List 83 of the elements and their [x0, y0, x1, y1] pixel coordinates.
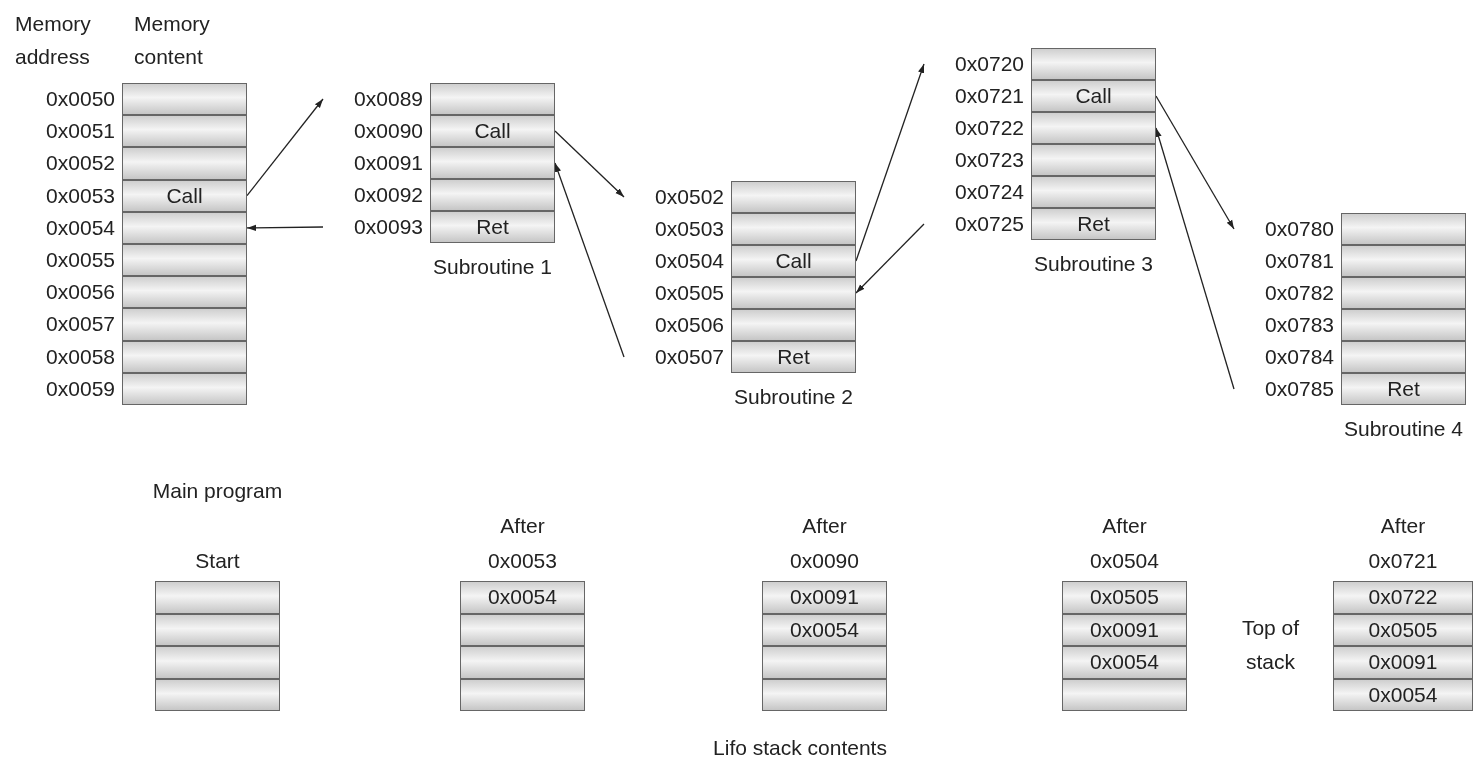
memory-address: 0x0724 — [954, 179, 1024, 205]
memory-address: 0x0089 — [353, 86, 423, 112]
memory-address: 0x0054 — [45, 214, 115, 241]
stack-heading: Start — [194, 548, 241, 575]
stack-cell: 0x0054 — [1333, 678, 1473, 711]
arrow — [1155, 95, 1235, 230]
memory-address: 0x0780 — [1264, 216, 1334, 242]
memory-address: 0x0720 — [954, 51, 1024, 77]
memory-address: 0x0058 — [45, 343, 115, 370]
stack-cell: 0x0054 — [460, 581, 585, 614]
memory-address: 0x0782 — [1264, 280, 1334, 306]
stack-cell: 0x0505 — [1062, 581, 1187, 614]
memory-address: 0x0093 — [353, 214, 423, 240]
memory-address: 0x0725 — [954, 211, 1024, 237]
memory-address: 0x0090 — [353, 118, 423, 144]
stack-pointer-label: Top of stack — [1240, 615, 1301, 675]
memory-cell: Call — [1031, 80, 1156, 112]
memory-address: 0x0722 — [954, 115, 1024, 141]
arrow — [855, 223, 925, 294]
stack-cell: 0x0054 — [762, 613, 887, 646]
stack-cell — [155, 581, 280, 614]
column-heading: Memory address — [15, 11, 92, 70]
memory-address: 0x0785 — [1264, 376, 1334, 402]
memory-cell: Ret — [1341, 373, 1466, 405]
memory-address: 0x0781 — [1264, 248, 1334, 274]
memory-address: 0x0056 — [45, 279, 115, 306]
memory-address: 0x0050 — [45, 86, 115, 113]
stack-heading: Main program — [151, 478, 284, 504]
column-caption: Subroutine 2 — [732, 385, 855, 409]
arrow — [855, 63, 925, 262]
stack-cell: 0x0091 — [762, 581, 887, 614]
stack-heading: After 0x0053 — [487, 512, 558, 575]
memory-address: 0x0057 — [45, 311, 115, 338]
memory-address: 0x0051 — [45, 118, 115, 145]
stack-cell: 0x0505 — [1333, 613, 1473, 646]
column-caption: Subroutine 1 — [431, 255, 554, 279]
figure-caption: Lifo stack contents — [712, 735, 888, 761]
memory-address: 0x0502 — [654, 184, 724, 210]
stack-cell: 0x0722 — [1333, 581, 1473, 614]
memory-cell: Call — [122, 179, 247, 212]
arrow — [554, 162, 625, 358]
stack-cell — [762, 646, 887, 679]
arrow — [246, 224, 324, 231]
memory-cell: Call — [430, 115, 555, 147]
stack-cell — [460, 646, 585, 679]
memory-address: 0x0053 — [45, 182, 115, 209]
stack-cell: 0x0054 — [1062, 646, 1187, 679]
stack-heading: After 0x0090 — [789, 512, 860, 575]
memory-cell: Call — [731, 245, 856, 277]
memory-address: 0x0504 — [654, 248, 724, 274]
arrow — [1155, 127, 1235, 390]
stack-cell — [1062, 678, 1187, 711]
stack-cell — [155, 678, 280, 711]
memory-address: 0x0091 — [353, 150, 423, 176]
stack-cell — [155, 613, 280, 646]
memory-address: 0x0723 — [954, 147, 1024, 173]
memory-address: 0x0783 — [1264, 312, 1334, 338]
column-heading: Memory content — [134, 11, 211, 70]
memory-cell: Ret — [1031, 208, 1156, 240]
stack-heading: After 0x0504 — [1089, 512, 1160, 575]
memory-address: 0x0055 — [45, 247, 115, 274]
arrow — [554, 130, 625, 198]
memory-cell: Ret — [731, 341, 856, 373]
memory-address: 0x0507 — [654, 344, 724, 370]
stack-cell: 0x0091 — [1062, 613, 1187, 646]
memory-address: 0x0721 — [954, 83, 1024, 109]
memory-address: 0x0052 — [45, 150, 115, 177]
column-caption: Subroutine 4 — [1342, 417, 1465, 441]
stack-cell — [155, 646, 280, 679]
memory-address: 0x0092 — [353, 182, 423, 208]
memory-cell: Ret — [430, 211, 555, 243]
stack-cell — [460, 678, 585, 711]
column-caption: Subroutine 3 — [1032, 252, 1155, 276]
stack-heading: After 0x0721 — [1367, 512, 1439, 575]
stack-cell — [460, 613, 585, 646]
memory-address: 0x0506 — [654, 312, 724, 338]
stack-cell: 0x0091 — [1333, 646, 1473, 679]
memory-address: 0x0059 — [45, 375, 115, 402]
memory-address: 0x0505 — [654, 280, 724, 306]
memory-address: 0x0784 — [1264, 344, 1334, 370]
arrow — [246, 98, 324, 197]
memory-address: 0x0503 — [654, 216, 724, 242]
stack-cell — [762, 678, 887, 711]
